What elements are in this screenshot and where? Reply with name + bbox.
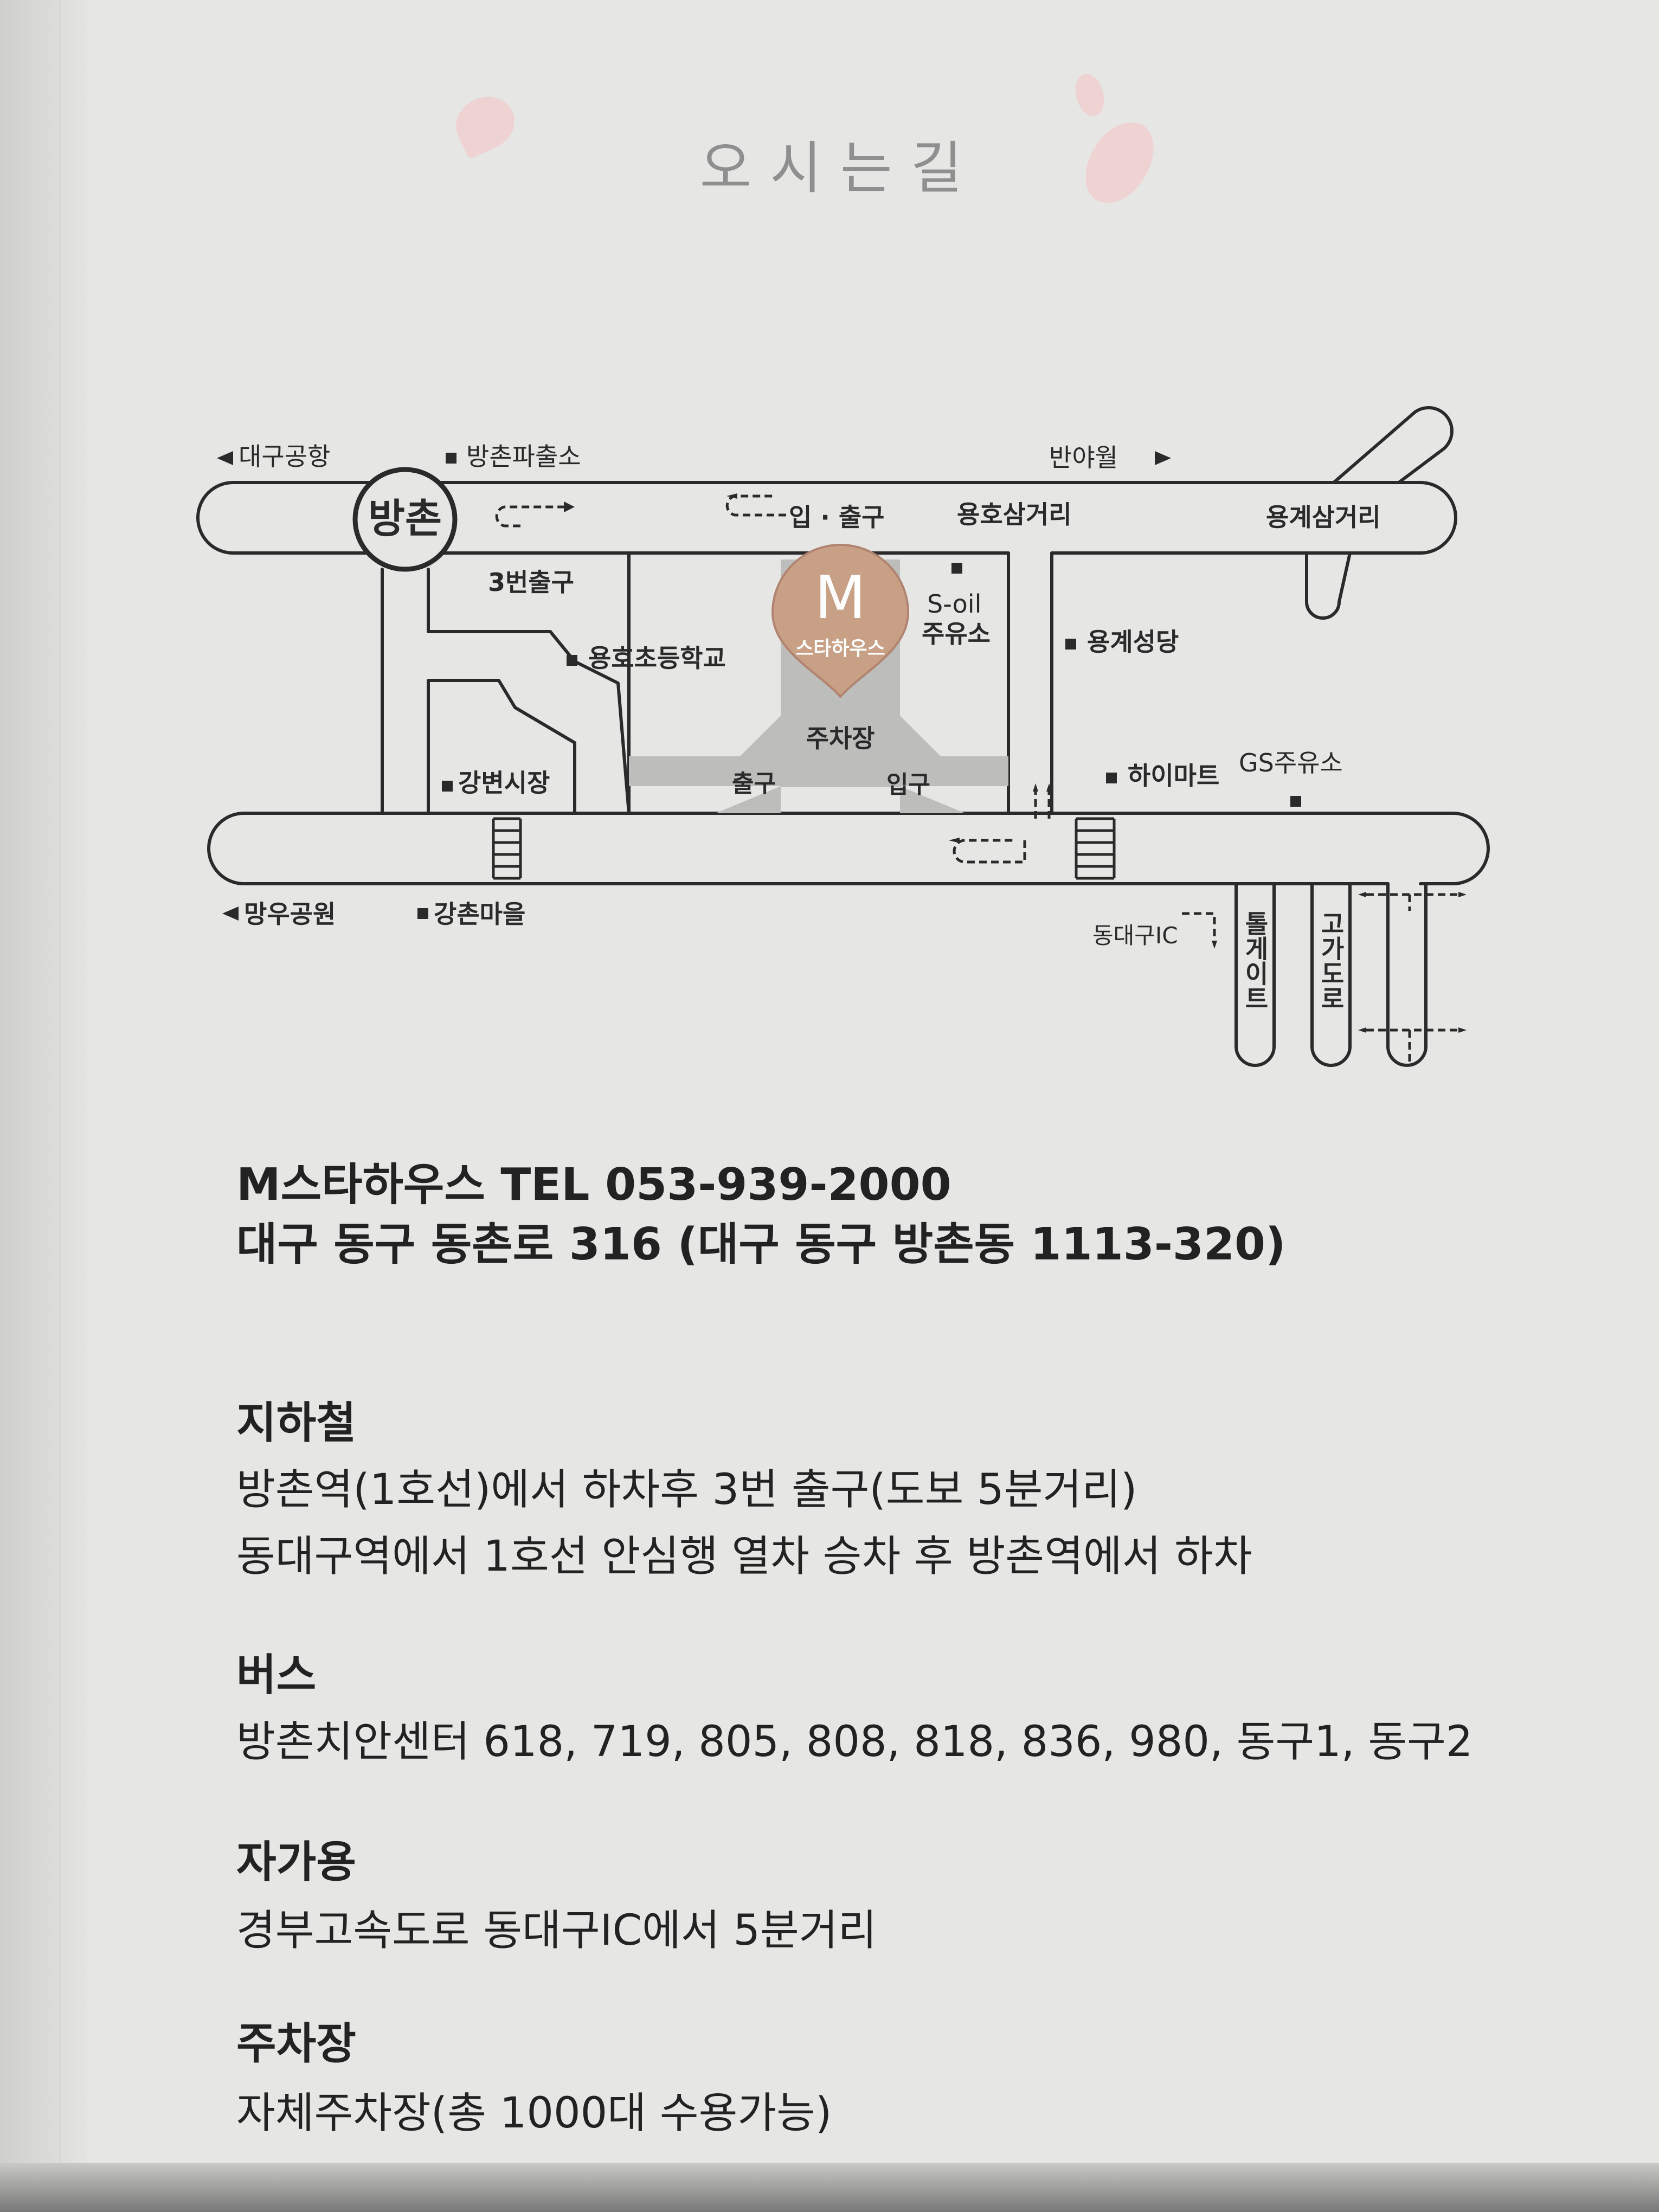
page-title: 오시는길 [699,135,981,201]
car-heading: 자가용 [236,1837,356,1887]
label-mangwoo-park: 망우공원 [244,899,336,929]
petal-small-icon [1071,70,1109,120]
elevated-arrow-bottom-icon [1366,1028,1458,1063]
bus-line-1: 방촌치안센터 618, 719, 805, 808, 818, 836, 980… [236,1718,1473,1766]
card-fold-line [59,0,61,2212]
crosswalk-right [1075,817,1116,880]
label-gangchon-village: 강촌마을 [434,899,525,929]
label-parking: 주차장 [806,724,875,753]
label-entrance-lower: 입구 [886,771,930,799]
elevated-road [1310,882,1352,1067]
label-soil-2: 주유소 [922,619,991,648]
arrow-right-banyawol-icon [1155,451,1171,465]
bullet-market-icon [442,781,453,792]
northeast-branch [1332,406,1454,484]
u-turn-arrow-top-icon [725,494,786,517]
label-exit3: 3번출구 [488,568,574,597]
u-turn-arrow-left-icon [495,505,564,528]
bus-heading: 버스 [236,1650,317,1700]
petal-right-icon [1076,112,1163,214]
location-map: 대구공항 방촌파출소 반야월 방촌 3번출구 입 · 출구 용호삼거리 용계삼거… [196,406,1490,1067]
center-block [627,551,1010,815]
label-himart: 하이마트 [1128,761,1219,790]
label-exit-lower: 출구 [732,770,776,798]
parking-heading: 주차장 [236,2018,356,2069]
label-entrance-exit-top: 입 · 출구 [789,503,884,532]
label-soil-1: S-oil [927,589,981,619]
bottom-exit-arrow-icon [953,839,1026,864]
label-yongho-intersection: 용호삼거리 [957,500,1072,529]
ic-arrow-icon [1182,912,1216,941]
bullet-police-icon [446,453,456,464]
bullet-soil-icon [951,563,962,574]
arrow-left-airport-icon [217,451,233,465]
label-gangbyeon-market: 강변시장 [458,768,550,798]
subway-line-2: 동대구역에서 1호선 안심행 열차 승차 후 방촌역에서 하차 [236,1532,1252,1581]
tollgate-road [1234,882,1276,1067]
bullet-school-icon [567,655,577,666]
venue-marker-icon [771,544,910,699]
subway-line-1: 방촌역(1호선)에서 하차후 3번 출구(도보 5분거리) [236,1465,1137,1514]
background-edge [0,2163,1659,2212]
elevated-arrow-top-icon [1366,893,1458,911]
bottom-road [242,812,1490,885]
label-m-logo: M [815,563,866,632]
subway-heading: 지하철 [236,1398,356,1448]
top-road [232,481,1457,555]
card-left-shadow [0,0,87,2212]
yonggye-branch [1305,551,1352,620]
crosswalk-left [492,817,522,880]
label-elevated-road: 고가도로 [1316,911,1346,1011]
arrow-left-park-icon [222,906,239,921]
station-marker [352,467,458,572]
bullet-gs-icon [1290,796,1301,807]
venue-name-line: M스타하우스 TEL 053-939-2000 [236,1159,951,1211]
petal-left-icon [447,87,524,160]
label-banyawol: 반야월 [1049,443,1118,472]
venue-address-line: 대구 동구 동촌로 316 (대구 동구 방촌동 1113-320) [236,1219,1286,1270]
label-yonggye-intersection: 용계삼거리 [1266,503,1381,532]
parking-line-1: 자체주차장(총 1000대 수용가능) [236,2089,832,2138]
label-dongdaegu-ic: 동대구IC [1092,922,1178,949]
label-m-name: 스타하우스 [795,638,885,660]
label-bangchon-station: 방촌 [368,496,442,542]
bullet-church-icon [1065,639,1076,650]
label-yonggye-church: 용계성당 [1087,627,1179,657]
label-yongho-school: 용호초등학교 [588,644,726,673]
bullet-village-icon [417,908,428,919]
label-gs-station: GS주유소 [1239,748,1343,777]
label-daegu-airport: 대구공항 [239,442,330,471]
car-line-1: 경부고속도로 동대구IC에서 5분거리 [236,1906,877,1955]
bullet-himart-icon [1106,773,1117,783]
label-bangchon-police: 방촌파출소 [466,442,581,471]
label-tollgate: 톨게이트 [1240,911,1270,1011]
